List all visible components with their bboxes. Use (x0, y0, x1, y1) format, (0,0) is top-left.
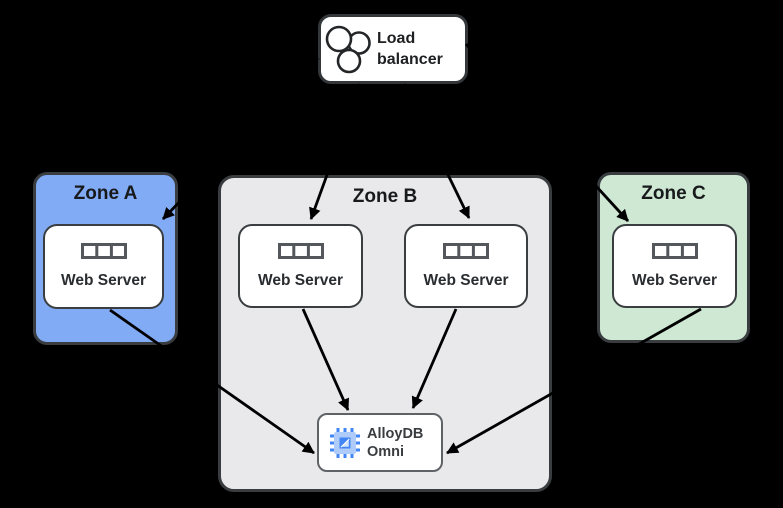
server-icon (443, 242, 489, 259)
server-icon (80, 243, 127, 259)
zone-a-web-server: Web Server (43, 224, 164, 309)
zone-b-web-server-1: Web Server (238, 224, 363, 308)
zone-a-label: Zone A (73, 183, 138, 204)
server-icon (277, 242, 324, 259)
chip-icon (330, 428, 360, 458)
zone-c-label: Zone C (641, 183, 706, 204)
load-balancer-label: Load balancer (377, 30, 443, 68)
zone-b-label: Zone B (352, 186, 418, 207)
web-server-label: Web Server (423, 271, 509, 289)
load-balancer-node: Load balancer (318, 14, 468, 84)
alloydb-omni-label: AlloyDB Omni (367, 426, 424, 460)
web-server-label: Web Server (60, 272, 146, 289)
alloydb-omni-node: AlloyDB Omni (317, 413, 443, 472)
server-icon (651, 242, 698, 259)
web-server-label: Web Server (631, 271, 717, 289)
web-server-label: Web Server (257, 271, 343, 289)
zone-c-web-server: Web Server (612, 224, 737, 308)
load-balancer-icon (325, 25, 371, 74)
zone-b-web-server-2: Web Server (404, 224, 528, 308)
